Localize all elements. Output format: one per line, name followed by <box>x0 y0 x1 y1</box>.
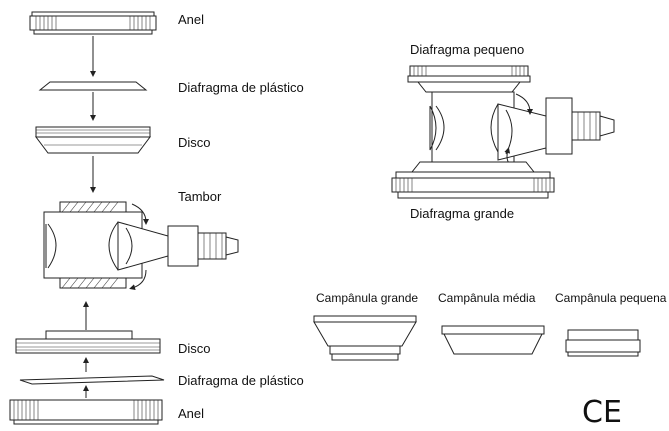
disc-bottom-part <box>15 330 161 354</box>
label-campanula-media: Campânula média <box>438 291 536 305</box>
ring-bottom-part <box>9 399 163 425</box>
bell-large <box>313 315 417 361</box>
disc-top-part <box>35 126 151 154</box>
label-anel-top: Anel <box>178 12 204 27</box>
label-disco-bottom: Disco <box>178 341 211 356</box>
label-anel-bottom: Anel <box>178 406 204 421</box>
label-diafragma-plastico-bottom: Diafragma de plástico <box>178 373 304 388</box>
bell-small <box>565 329 641 357</box>
label-campanula-grande: Campânula grande <box>316 291 418 305</box>
ring-top-part <box>29 11 157 35</box>
label-disco-top: Disco <box>178 135 211 150</box>
label-diafragma-pequeno: Diafragma pequeno <box>410 42 524 57</box>
plastic-diaphragm-top-part <box>38 81 148 91</box>
bell-medium <box>441 325 545 355</box>
drum-part <box>43 201 239 291</box>
label-diafragma-plastico-top: Diafragma de plástico <box>178 80 304 95</box>
label-diafragma-grande: Diafragma grande <box>410 206 514 221</box>
ce-mark: CE <box>582 395 622 430</box>
label-tambor: Tambor <box>178 189 222 204</box>
label-campanula-pequena: Campânula pequena <box>555 291 667 305</box>
assembled-chestpiece <box>391 65 615 199</box>
plastic-diaphragm-bottom-part <box>19 375 165 385</box>
